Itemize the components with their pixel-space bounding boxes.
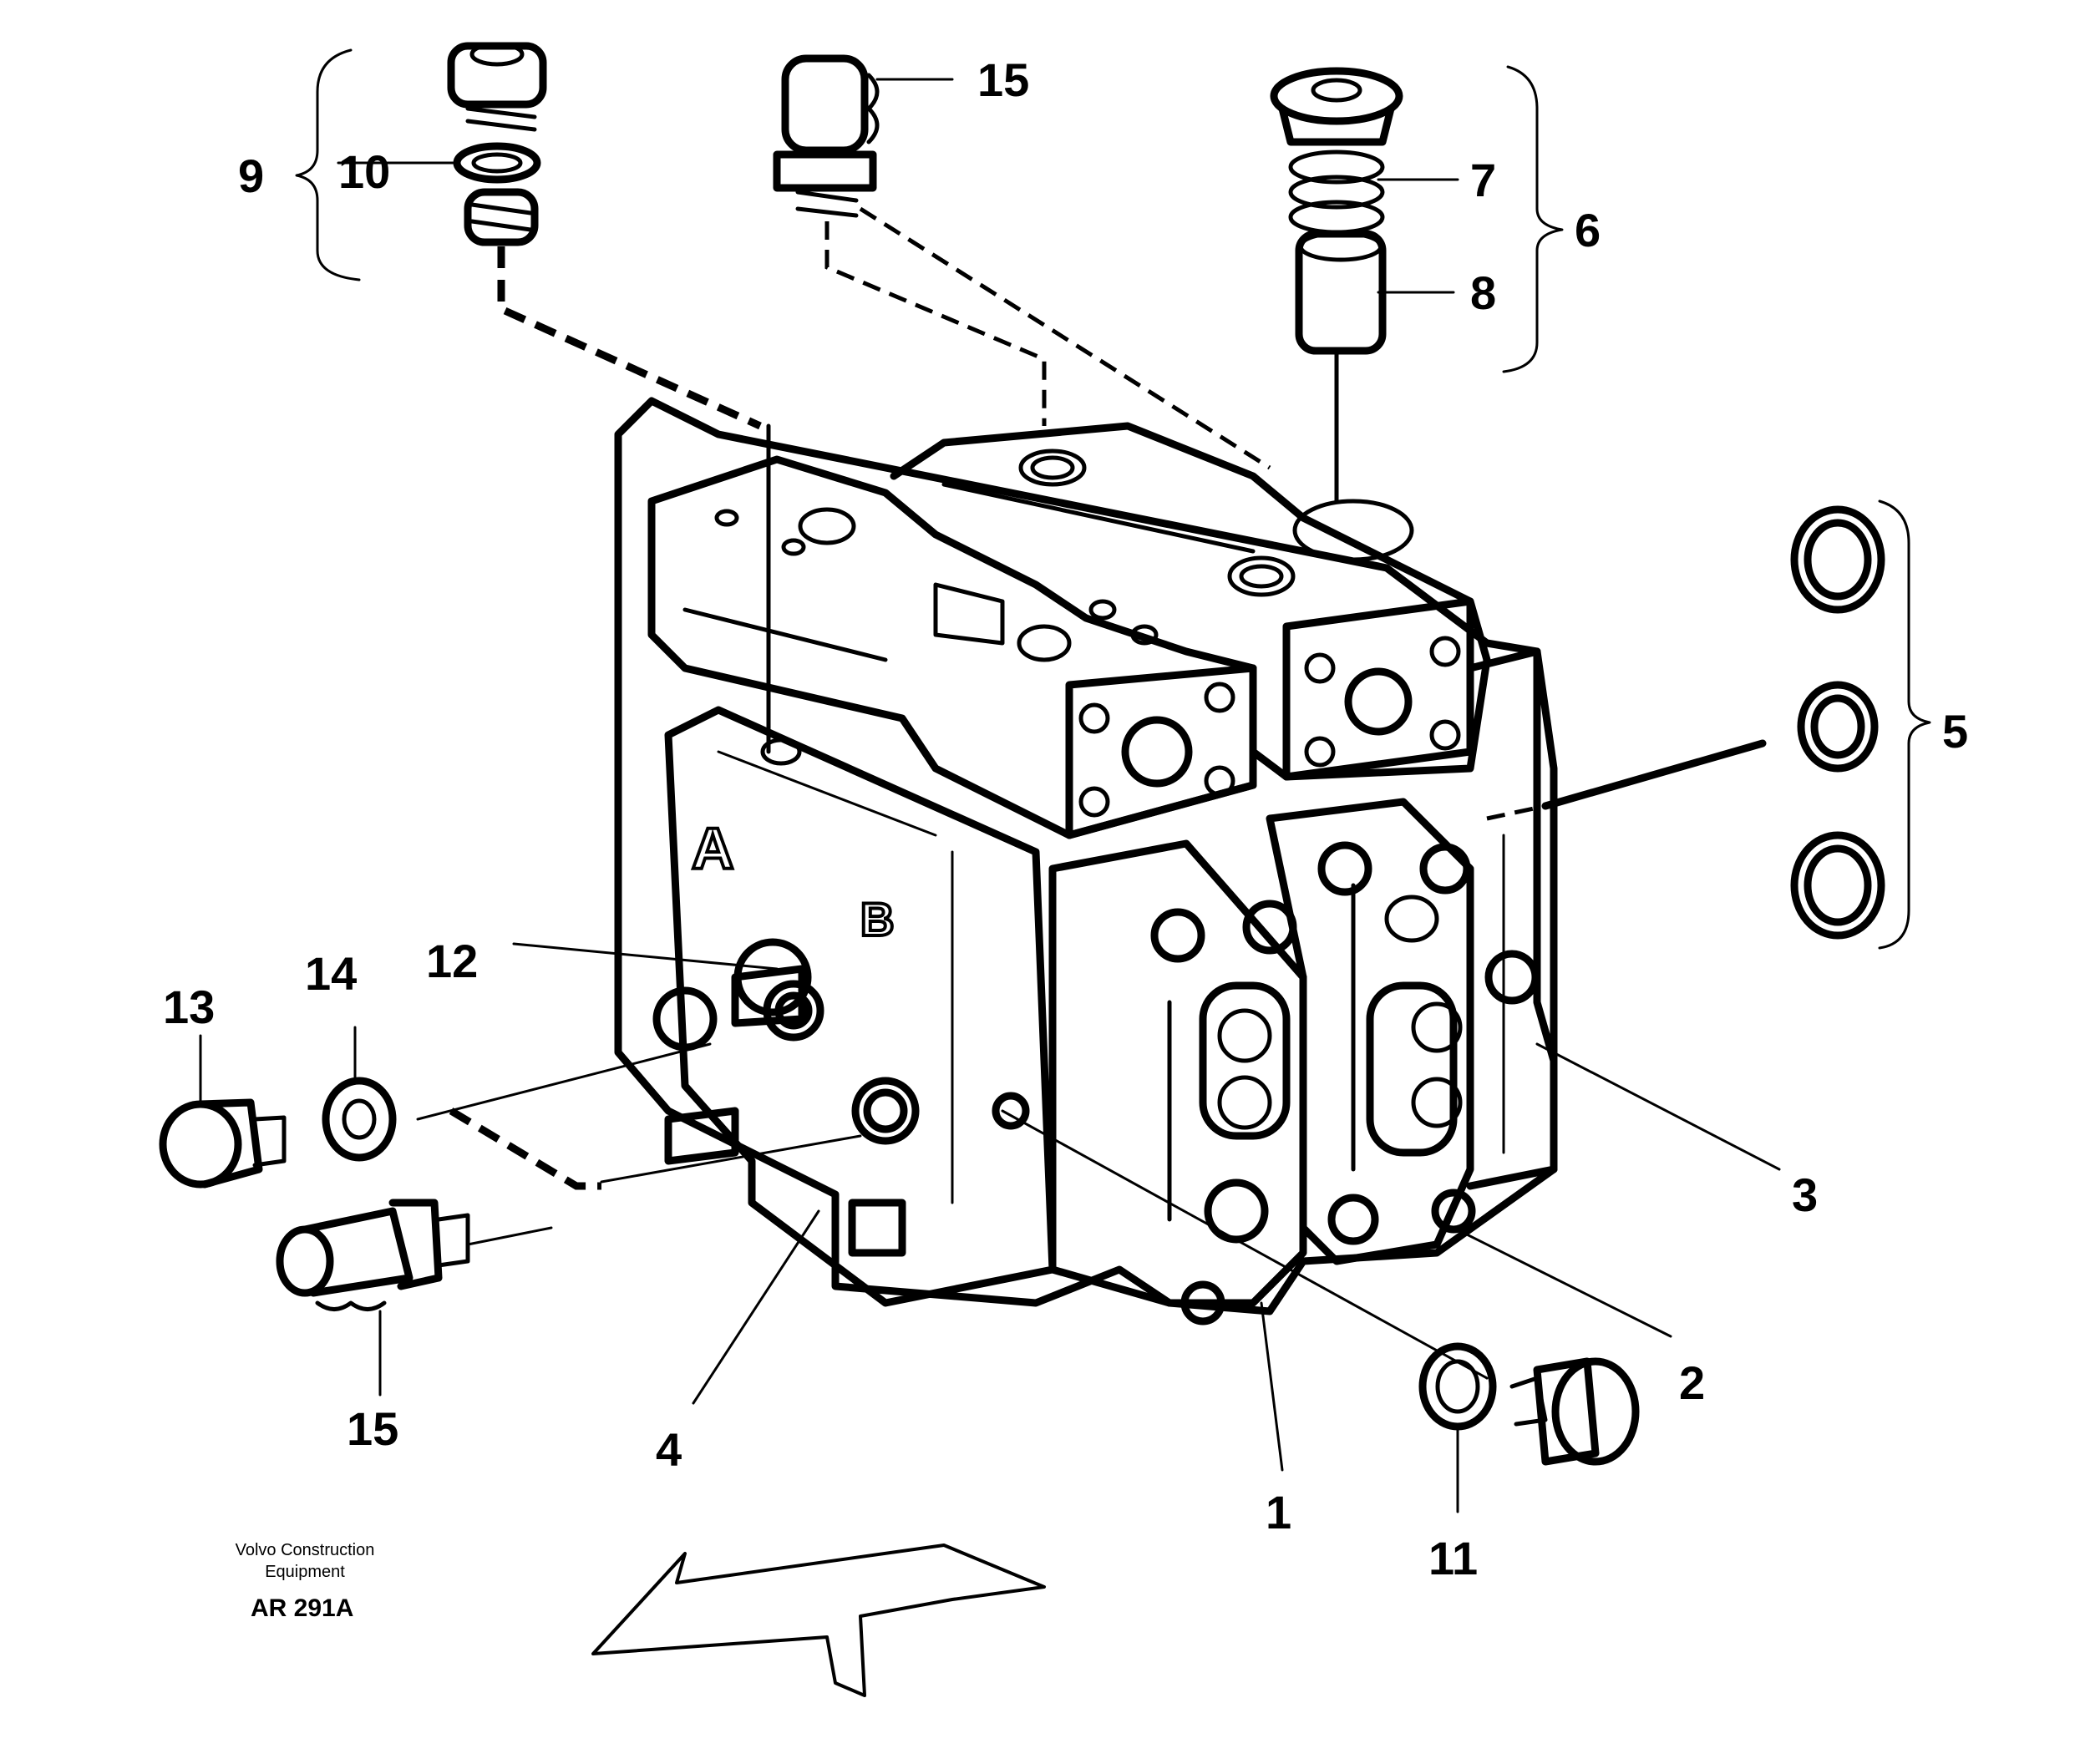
assembly-lines bbox=[416, 206, 1767, 1380]
caption-line-2: Equipment bbox=[265, 1563, 345, 1581]
body-fittings bbox=[652, 449, 1540, 1326]
callout-5: 5 bbox=[1942, 705, 1968, 758]
callout-2: 2 bbox=[1679, 1356, 1705, 1409]
test-nipple-bottom-15 bbox=[276, 1199, 470, 1311]
callout-8: 8 bbox=[1470, 266, 1496, 319]
callout-11: 11 bbox=[1428, 1532, 1478, 1584]
callout-7: 7 bbox=[1470, 154, 1496, 206]
relief-plug-assembly-9 bbox=[447, 42, 547, 246]
test-nipple-top-15 bbox=[773, 54, 880, 218]
washer-plug-11 bbox=[1418, 1342, 1640, 1466]
callout-15-top: 15 bbox=[977, 53, 1029, 106]
callout-15-bottom: 15 bbox=[347, 1402, 398, 1455]
relief-valve-assembly-6 bbox=[1270, 67, 1403, 504]
valve-body bbox=[614, 397, 1558, 1315]
washer-14 bbox=[322, 1077, 397, 1162]
seal-rings-5 bbox=[1790, 505, 1885, 940]
callout-4: 4 bbox=[656, 1423, 682, 1476]
callout-13: 13 bbox=[163, 981, 215, 1033]
callout-14: 14 bbox=[305, 947, 357, 1000]
callout-12: 12 bbox=[426, 935, 478, 987]
brackets bbox=[295, 48, 1931, 950]
plug-13 bbox=[159, 1098, 287, 1189]
callout-1: 1 bbox=[1266, 1486, 1291, 1538]
caption-line-1: Volvo Construction bbox=[236, 1541, 375, 1559]
callout-10: 10 bbox=[338, 145, 390, 198]
callout-9: 9 bbox=[238, 150, 264, 202]
callout-6: 6 bbox=[1575, 204, 1601, 256]
port-a-label: A bbox=[692, 816, 734, 881]
leader-lines bbox=[199, 78, 1781, 1513]
figure-code: AR 291A bbox=[251, 1594, 353, 1622]
port-b-label: B bbox=[860, 893, 894, 945]
callout-3: 3 bbox=[1792, 1168, 1818, 1221]
direction-arrow bbox=[591, 1544, 1046, 1697]
